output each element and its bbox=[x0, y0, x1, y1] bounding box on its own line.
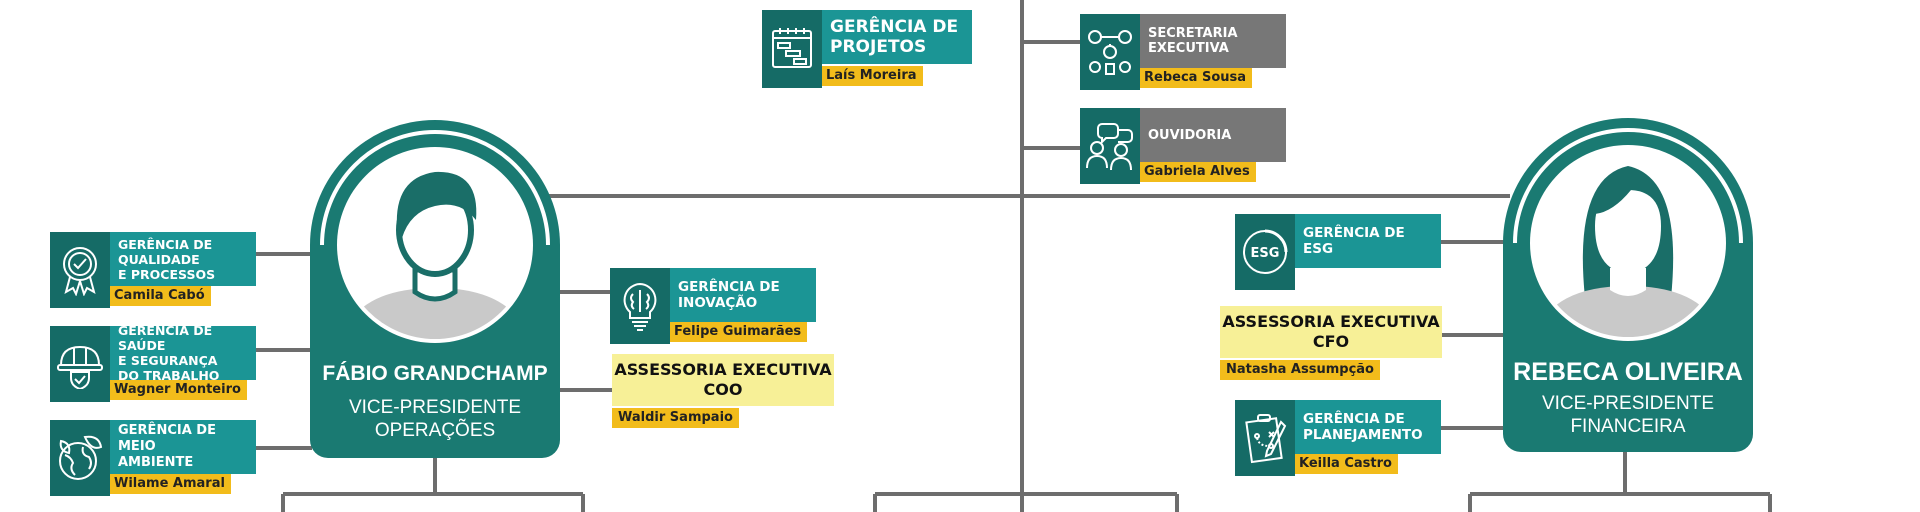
manager-name: Laís Moreira bbox=[822, 66, 923, 86]
avatar bbox=[310, 120, 560, 458]
safety-helmet-icon bbox=[50, 326, 110, 402]
globe-leaf-icon bbox=[50, 420, 110, 496]
assessoria-coo-name: Waldir Sampaio bbox=[612, 408, 739, 428]
conversation-icon bbox=[1080, 108, 1140, 184]
gantt-chart-icon bbox=[762, 10, 822, 88]
manager-name: Camila Cabó bbox=[110, 286, 211, 306]
esg-icon: ESG bbox=[1235, 214, 1295, 290]
clipboard-strategy-icon bbox=[1235, 400, 1295, 476]
manager-name: Wilame Amaral bbox=[110, 474, 231, 494]
card-title: OUVIDORIA bbox=[1140, 108, 1286, 162]
avatar bbox=[1503, 118, 1753, 452]
award-ribbon-icon bbox=[50, 232, 110, 308]
assessoria-cfo-name: Natasha Assumpção bbox=[1220, 360, 1380, 380]
workflow-icon bbox=[1080, 14, 1140, 90]
brain-bulb-icon bbox=[610, 268, 670, 344]
manager-name: Gabriela Alves bbox=[1140, 162, 1256, 182]
card-ouvidoria[interactable]: OUVIDORIA Gabriela Alves bbox=[1080, 108, 1286, 186]
manager-name: Felipe Guimarães bbox=[670, 322, 808, 342]
vp-name: FÁBIO GRANDCHAMP bbox=[322, 362, 548, 385]
assessoria-coo-title[interactable]: ASSESSORIA EXECUTIVA COO bbox=[612, 354, 834, 406]
assessoria-cfo-title[interactable]: ASSESSORIA EXECUTIVA CFO bbox=[1220, 306, 1442, 358]
manager-name: Rebeca Sousa bbox=[1140, 68, 1253, 88]
vp-name: REBECA OLIVEIRA bbox=[1513, 358, 1743, 386]
manager-name: Wagner Monteiro bbox=[110, 380, 247, 400]
svg-text:ESG: ESG bbox=[1251, 246, 1280, 261]
manager-name: Keilla Castro bbox=[1295, 454, 1398, 474]
